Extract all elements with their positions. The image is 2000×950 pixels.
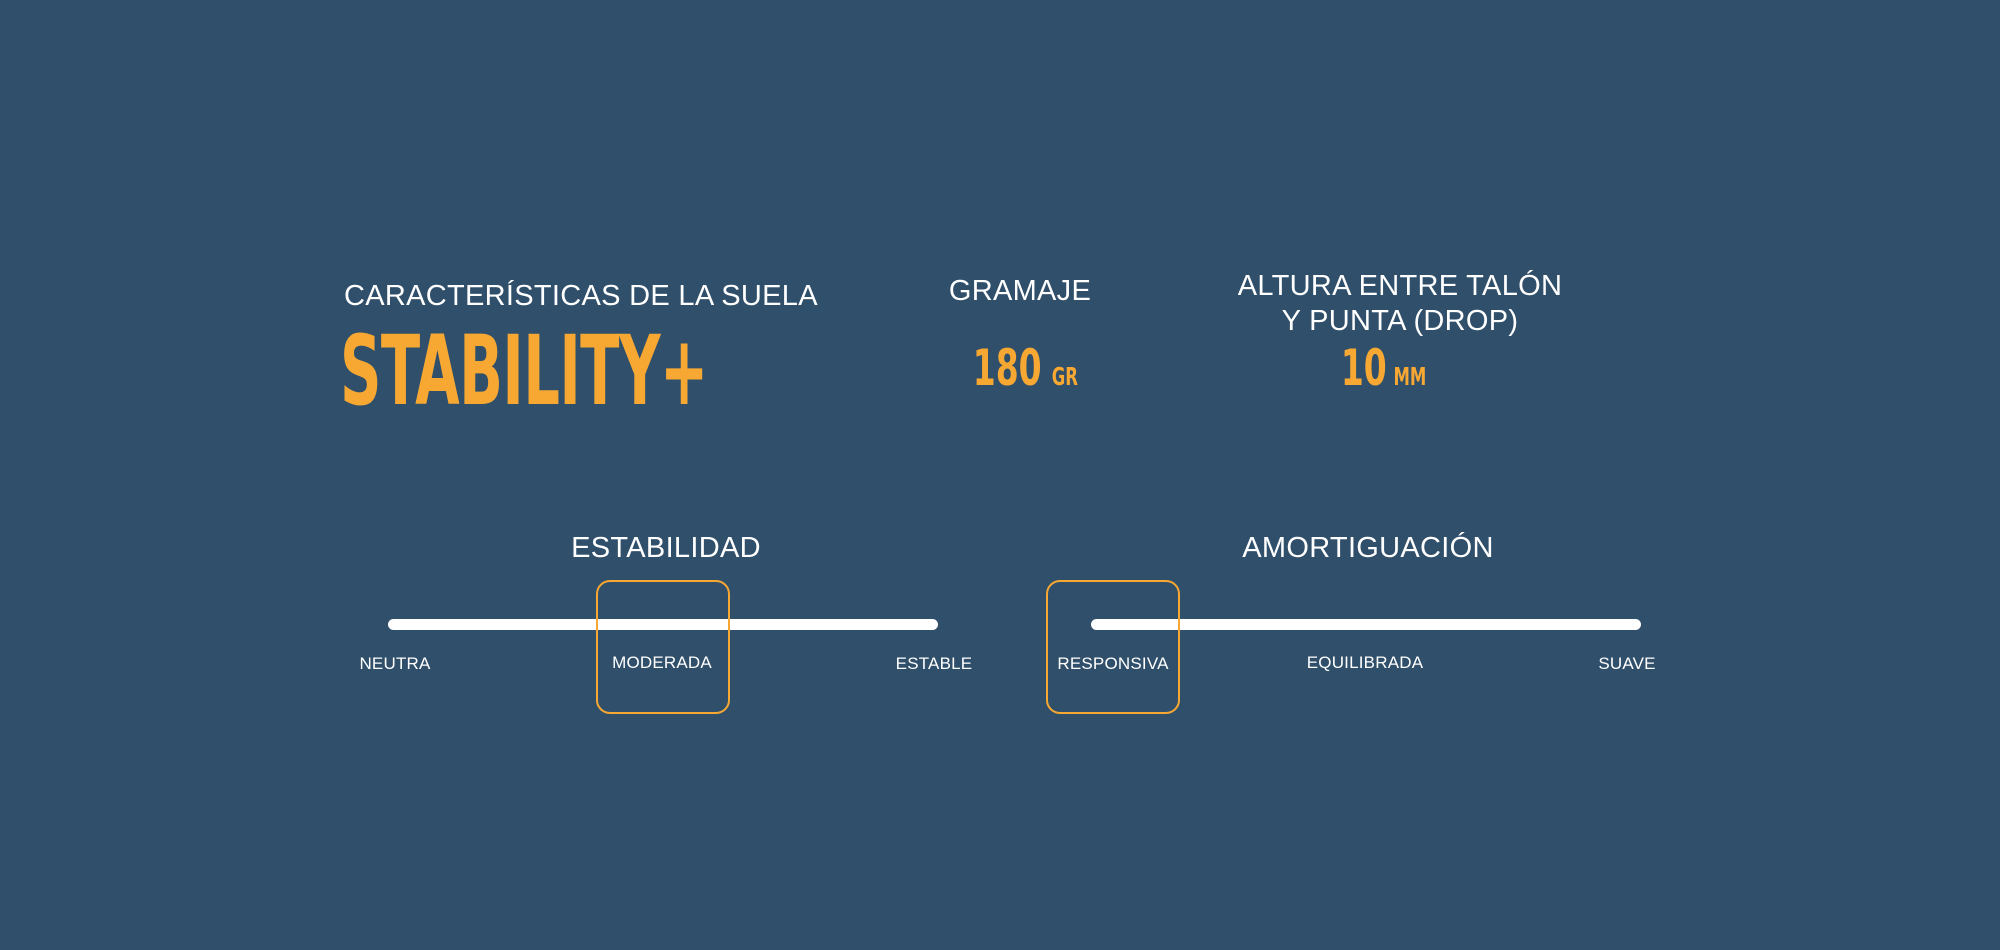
cushioning-tick-suave: SUAVE [1598, 654, 1656, 673]
stability-tick-moderada: MODERADA [612, 653, 712, 672]
drop-label-line2: Y PUNTA (DROP) [1281, 305, 1519, 337]
cushioning-scale-title: AMORTIGUACIÓN [1242, 532, 1494, 564]
stability-selected-marker [596, 580, 730, 714]
weight-value: 180 GR [900, 338, 1140, 398]
drop-unit: MM [1393, 362, 1427, 391]
stability-tick-neutra: NEUTRA [359, 654, 431, 673]
weight-number: 180 [972, 339, 1042, 397]
stability-tick-estable: ESTABLE [895, 654, 973, 673]
drop-label: ALTURA ENTRE TALÓN Y PUNTA (DROP) [1200, 269, 1600, 339]
sole-name: STABILITY+ [340, 315, 708, 427]
cushioning-scale-track [1091, 619, 1641, 630]
cushioning-tick-responsiva: RESPONSIVA [1057, 654, 1169, 673]
stability-scale-title: ESTABILIDAD [571, 532, 761, 564]
cushioning-selected-marker [1046, 580, 1180, 714]
weight-unit: GR [1052, 362, 1079, 391]
drop-number: 10 [1341, 339, 1388, 397]
stability-scale-track [388, 619, 938, 630]
cushioning-tick-equilibrada: EQUILIBRADA [1306, 653, 1424, 672]
drop-label-line1: ALTURA ENTRE TALÓN [1237, 270, 1563, 302]
weight-label: GRAMAJE [948, 275, 1092, 307]
sole-characteristics-label: CARACTERÍSTICAS DE LA SUELA [344, 280, 818, 312]
